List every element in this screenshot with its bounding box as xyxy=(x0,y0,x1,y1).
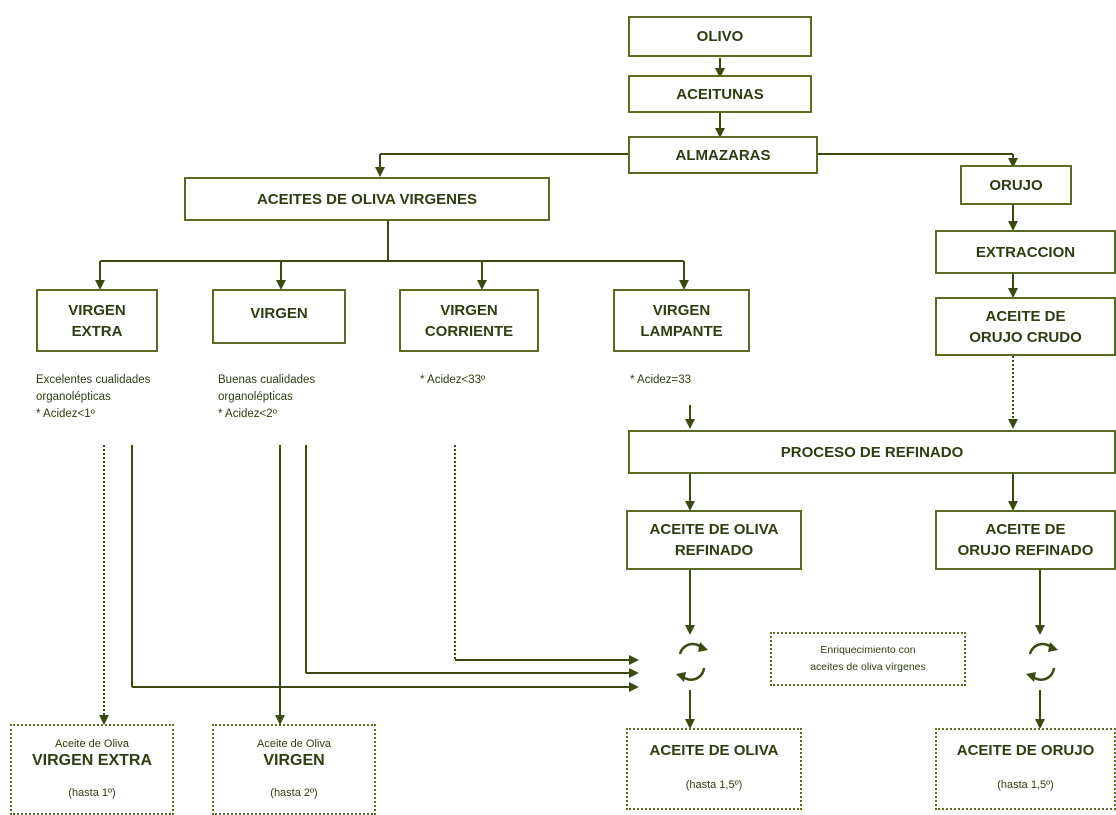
node-aceitunas: ACEITUNAS xyxy=(628,75,812,113)
node-almazaras: ALMAZARAS xyxy=(628,136,818,174)
note-virgen-lampante: * Acidez=33 xyxy=(630,374,692,386)
product-aceite-orujo: ACEITE DE ORUJO (hasta 1,5º) xyxy=(935,728,1116,810)
node-orujo: ORUJO xyxy=(960,165,1072,205)
product-virgen-extra: Aceite de Oliva VIRGEN EXTRA (hasta 1º) xyxy=(10,724,174,815)
node-aceites-virgenes: ACEITES DE OLIVA VIRGENES xyxy=(184,177,550,221)
node-virgen-corriente: VIRGEN CORRIENTE xyxy=(399,289,539,352)
node-aceite-orujo-refinado: ACEITE DE ORUJO REFINADO xyxy=(935,510,1116,570)
node-proceso-refinado: PROCESO DE REFINADO xyxy=(628,430,1116,474)
node-olivo: OLIVO xyxy=(628,16,812,57)
note-virgen-extra: Excelentes cualidades organolépticas * A… xyxy=(36,374,151,420)
node-extraccion: EXTRACCION xyxy=(935,230,1116,274)
product-aceite-oliva: ACEITE DE OLIVA (hasta 1,5º) xyxy=(626,728,802,810)
node-enriquecimiento: Enriquecimiento con aceites de oliva vír… xyxy=(770,632,966,686)
note-virgen: Buenas cualidades organolépticas * Acide… xyxy=(218,374,316,420)
node-virgen-extra: VIRGEN EXTRA xyxy=(36,289,158,352)
node-aceite-orujo-crudo: ACEITE DE ORUJO CRUDO xyxy=(935,297,1116,356)
node-aceite-oliva-refinado: ACEITE DE OLIVA REFINADO xyxy=(626,510,802,570)
node-virgen: VIRGEN xyxy=(212,289,346,344)
note-virgen-corriente: * Acidez<33º xyxy=(420,374,486,386)
recycle-icon xyxy=(1026,642,1058,682)
node-virgen-lampante: VIRGEN LAMPANTE xyxy=(613,289,750,352)
recycle-icon xyxy=(676,642,708,682)
product-virgen: Aceite de Oliva VIRGEN (hasta 2º) xyxy=(212,724,376,815)
